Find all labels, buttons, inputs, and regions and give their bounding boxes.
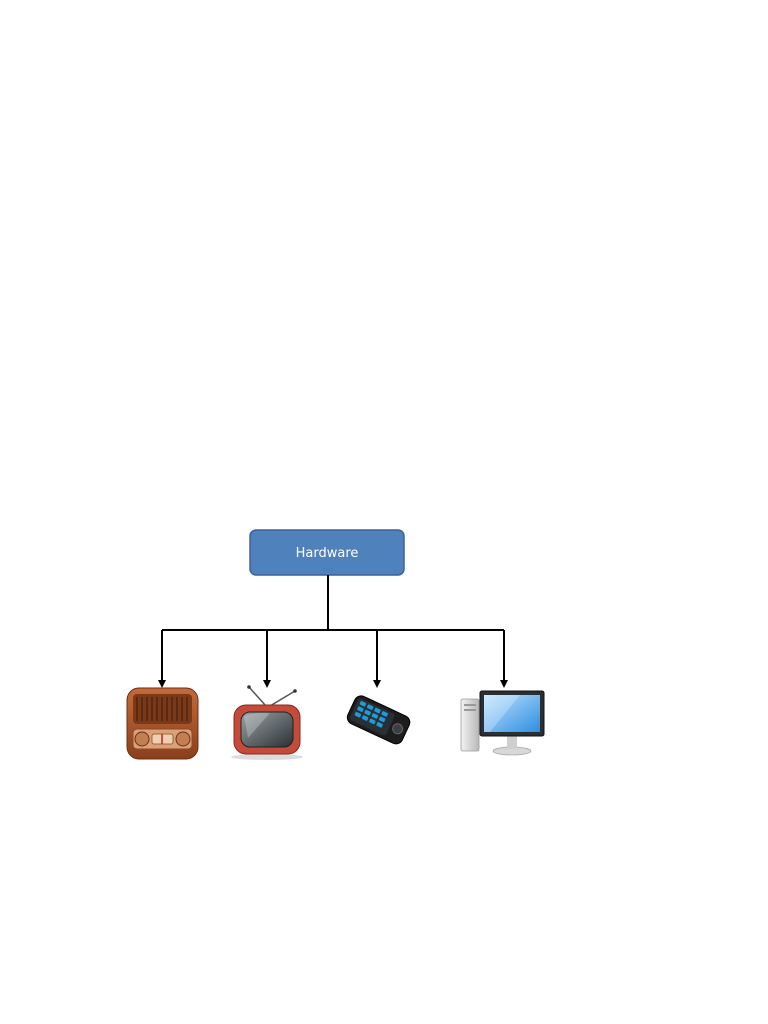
root-node-label: Hardware [296,546,359,561]
mobile-phone-icon [346,695,411,745]
desktop-computer-icon [460,690,545,756]
connectors [158,575,508,688]
radio-icon [126,687,199,760]
root-node: Hardware [249,529,405,576]
television-icon [231,685,303,760]
